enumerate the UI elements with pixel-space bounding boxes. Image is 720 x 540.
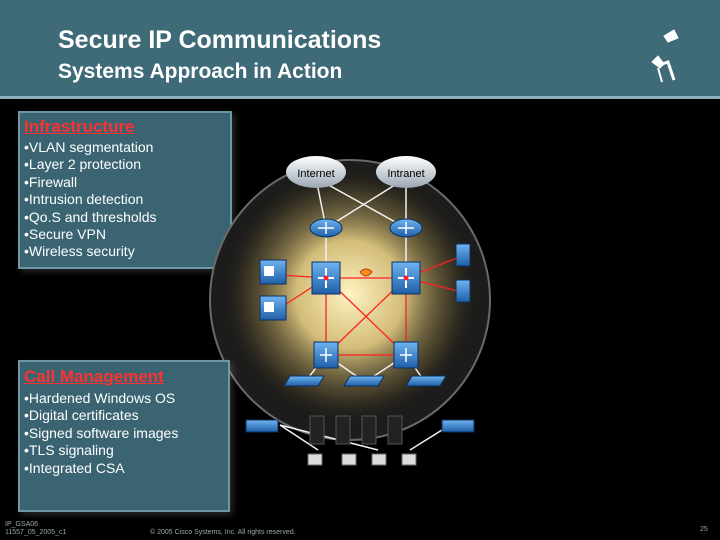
glow-halo [215, 165, 485, 435]
multilayer-switch-icon [313, 341, 339, 369]
list-item: Signed software images [24, 425, 178, 442]
list-item: Integrated CSA [24, 460, 178, 477]
ip-phone-icon [259, 295, 287, 321]
list-item: Intrusion detection [24, 191, 157, 208]
access-switch-icon [283, 375, 325, 387]
cloud-icon: Intranet [376, 156, 436, 188]
list-item: VLAN segmentation [24, 139, 157, 156]
infrastructure-panel: Infrastructure VLAN segmentation Layer 2… [18, 111, 232, 269]
router-icon [389, 218, 423, 238]
list-item: Digital certificates [24, 407, 178, 424]
access-point-icon [455, 279, 471, 303]
slide-header [0, 0, 720, 96]
cloud-icon: Internet [286, 156, 346, 188]
internet-label: Internet [297, 168, 334, 180]
footer-doc-id-1: IP_GSA06 [5, 521, 39, 528]
list-item: Qo.S and thresholds [24, 209, 157, 226]
firewall-icon [359, 268, 373, 277]
pc-icon [307, 453, 417, 466]
call-manager-icon [245, 419, 279, 433]
call-management-list: Hardened Windows OS Digital certificates… [24, 390, 178, 477]
list-item: Hardened Windows OS [24, 390, 178, 407]
intranet-label: Intranet [387, 168, 424, 180]
footer-copyright: © 2005 Cisco Systems, Inc. All rights re… [150, 529, 296, 536]
access-point-icon [455, 243, 471, 267]
slide-title: Secure IP Communications [58, 26, 382, 54]
access-switch-icon [405, 375, 447, 387]
list-item: Secure VPN [24, 226, 157, 243]
header-divider [0, 96, 720, 99]
multilayer-switch-icon [393, 341, 419, 369]
server-icon [309, 415, 403, 445]
footer-doc-id-2: 11557_05_2005_c1 [5, 529, 67, 536]
multilayer-switch-icon [391, 261, 421, 295]
page-number: 25 [700, 526, 708, 533]
call-management-heading: Call Management [24, 367, 164, 386]
infrastructure-list: VLAN segmentation Layer 2 protection Fir… [24, 139, 157, 261]
call-management-panel: Call Management Hardened Windows OS Digi… [18, 360, 230, 512]
router-icon [309, 218, 343, 238]
ip-phone-icon [259, 259, 287, 285]
cisco-bridge-logo-icon [651, 29, 679, 83]
access-switch-icon [343, 375, 385, 387]
call-manager-icon [441, 419, 475, 433]
list-item: Wireless security [24, 243, 157, 260]
list-item: TLS signaling [24, 442, 178, 459]
list-item: Layer 2 protection [24, 156, 157, 173]
multilayer-switch-icon [311, 261, 341, 295]
footer-doc-id: IP_GSA06 11557_05_2005_c1 [5, 521, 66, 537]
slide-subtitle: Systems Approach in Action [58, 60, 343, 83]
list-item: Firewall [24, 174, 157, 191]
infrastructure-heading: Infrastructure [24, 117, 135, 136]
network-diagram: Internet Intranet [209, 156, 491, 466]
